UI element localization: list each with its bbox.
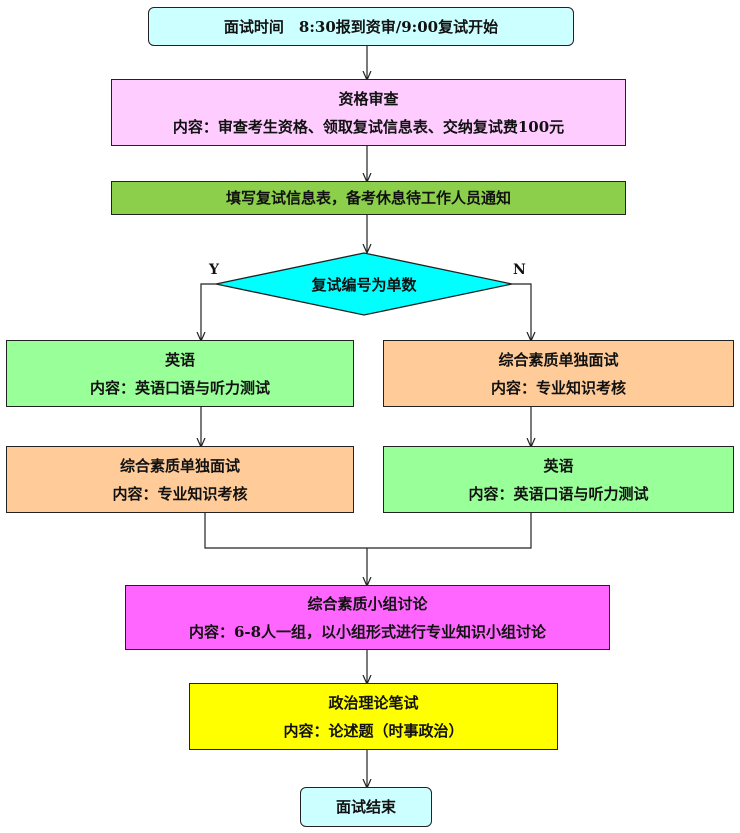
- decision-text: 复试编号为单数: [311, 275, 417, 294]
- right-step-2-content: 内容：英语口语与听力测试: [468, 484, 649, 503]
- no-label: N: [513, 262, 526, 278]
- left-step-2-title: 综合素质单独面试: [119, 456, 240, 475]
- left-step-2-box: 综合素质单独面试 内容：专业知识考核: [6, 446, 354, 513]
- arrow-no-branch: [512, 283, 531, 340]
- end-box: 面试结束: [300, 787, 432, 827]
- group-discussion-content: 内容：6-8人一组，以小组形式进行专业知识小组讨论: [188, 622, 547, 641]
- politics-exam-content: 内容：论述题（时事政治）: [283, 721, 464, 740]
- qualification-title: 资格审查: [338, 89, 399, 108]
- yes-label: Y: [209, 262, 219, 278]
- form-box: 填写复试信息表，备考休息待工作人员通知: [111, 181, 626, 215]
- group-discussion-title: 综合素质小组讨论: [307, 594, 428, 613]
- left-step-1-box: 英语 内容：英语口语与听力测试: [6, 340, 354, 407]
- arrow-yes-branch: [201, 283, 216, 340]
- left-step-1-content: 内容：英语口语与听力测试: [89, 378, 270, 397]
- right-step-1-title: 综合素质单独面试: [498, 350, 619, 369]
- start-box: 面试时间 8:30报到资审/9:00复试开始: [148, 7, 574, 46]
- merge-line: [204, 513, 532, 549]
- politics-exam-title: 政治理论笔试: [328, 693, 419, 712]
- decision-diamond: [215, 252, 513, 316]
- politics-exam-box: 政治理论笔试 内容：论述题（时事政治）: [189, 683, 558, 750]
- start-text: 面试时间 8:30报到资审/9:00复试开始: [223, 17, 499, 36]
- form-text: 填写复试信息表，备考休息待工作人员通知: [225, 189, 511, 207]
- qualification-box: 资格审查 内容：审查考生资格、领取复试信息表、交纳复试费100元: [111, 79, 626, 146]
- right-step-1-box: 综合素质单独面试 内容：专业知识考核: [383, 340, 734, 407]
- left-step-2-content: 内容：专业知识考核: [112, 484, 248, 503]
- group-discussion-box: 综合素质小组讨论 内容：6-8人一组，以小组形式进行专业知识小组讨论: [125, 585, 610, 650]
- left-step-1-title: 英语: [164, 350, 195, 369]
- right-step-1-content: 内容：专业知识考核: [490, 378, 626, 397]
- qualification-content: 内容：审查考生资格、领取复试信息表、交纳复试费100元: [172, 117, 565, 136]
- end-text: 面试结束: [335, 798, 396, 816]
- right-step-2-box: 英语 内容：英语口语与听力测试: [383, 446, 734, 513]
- right-step-2-title: 英语: [543, 456, 574, 475]
